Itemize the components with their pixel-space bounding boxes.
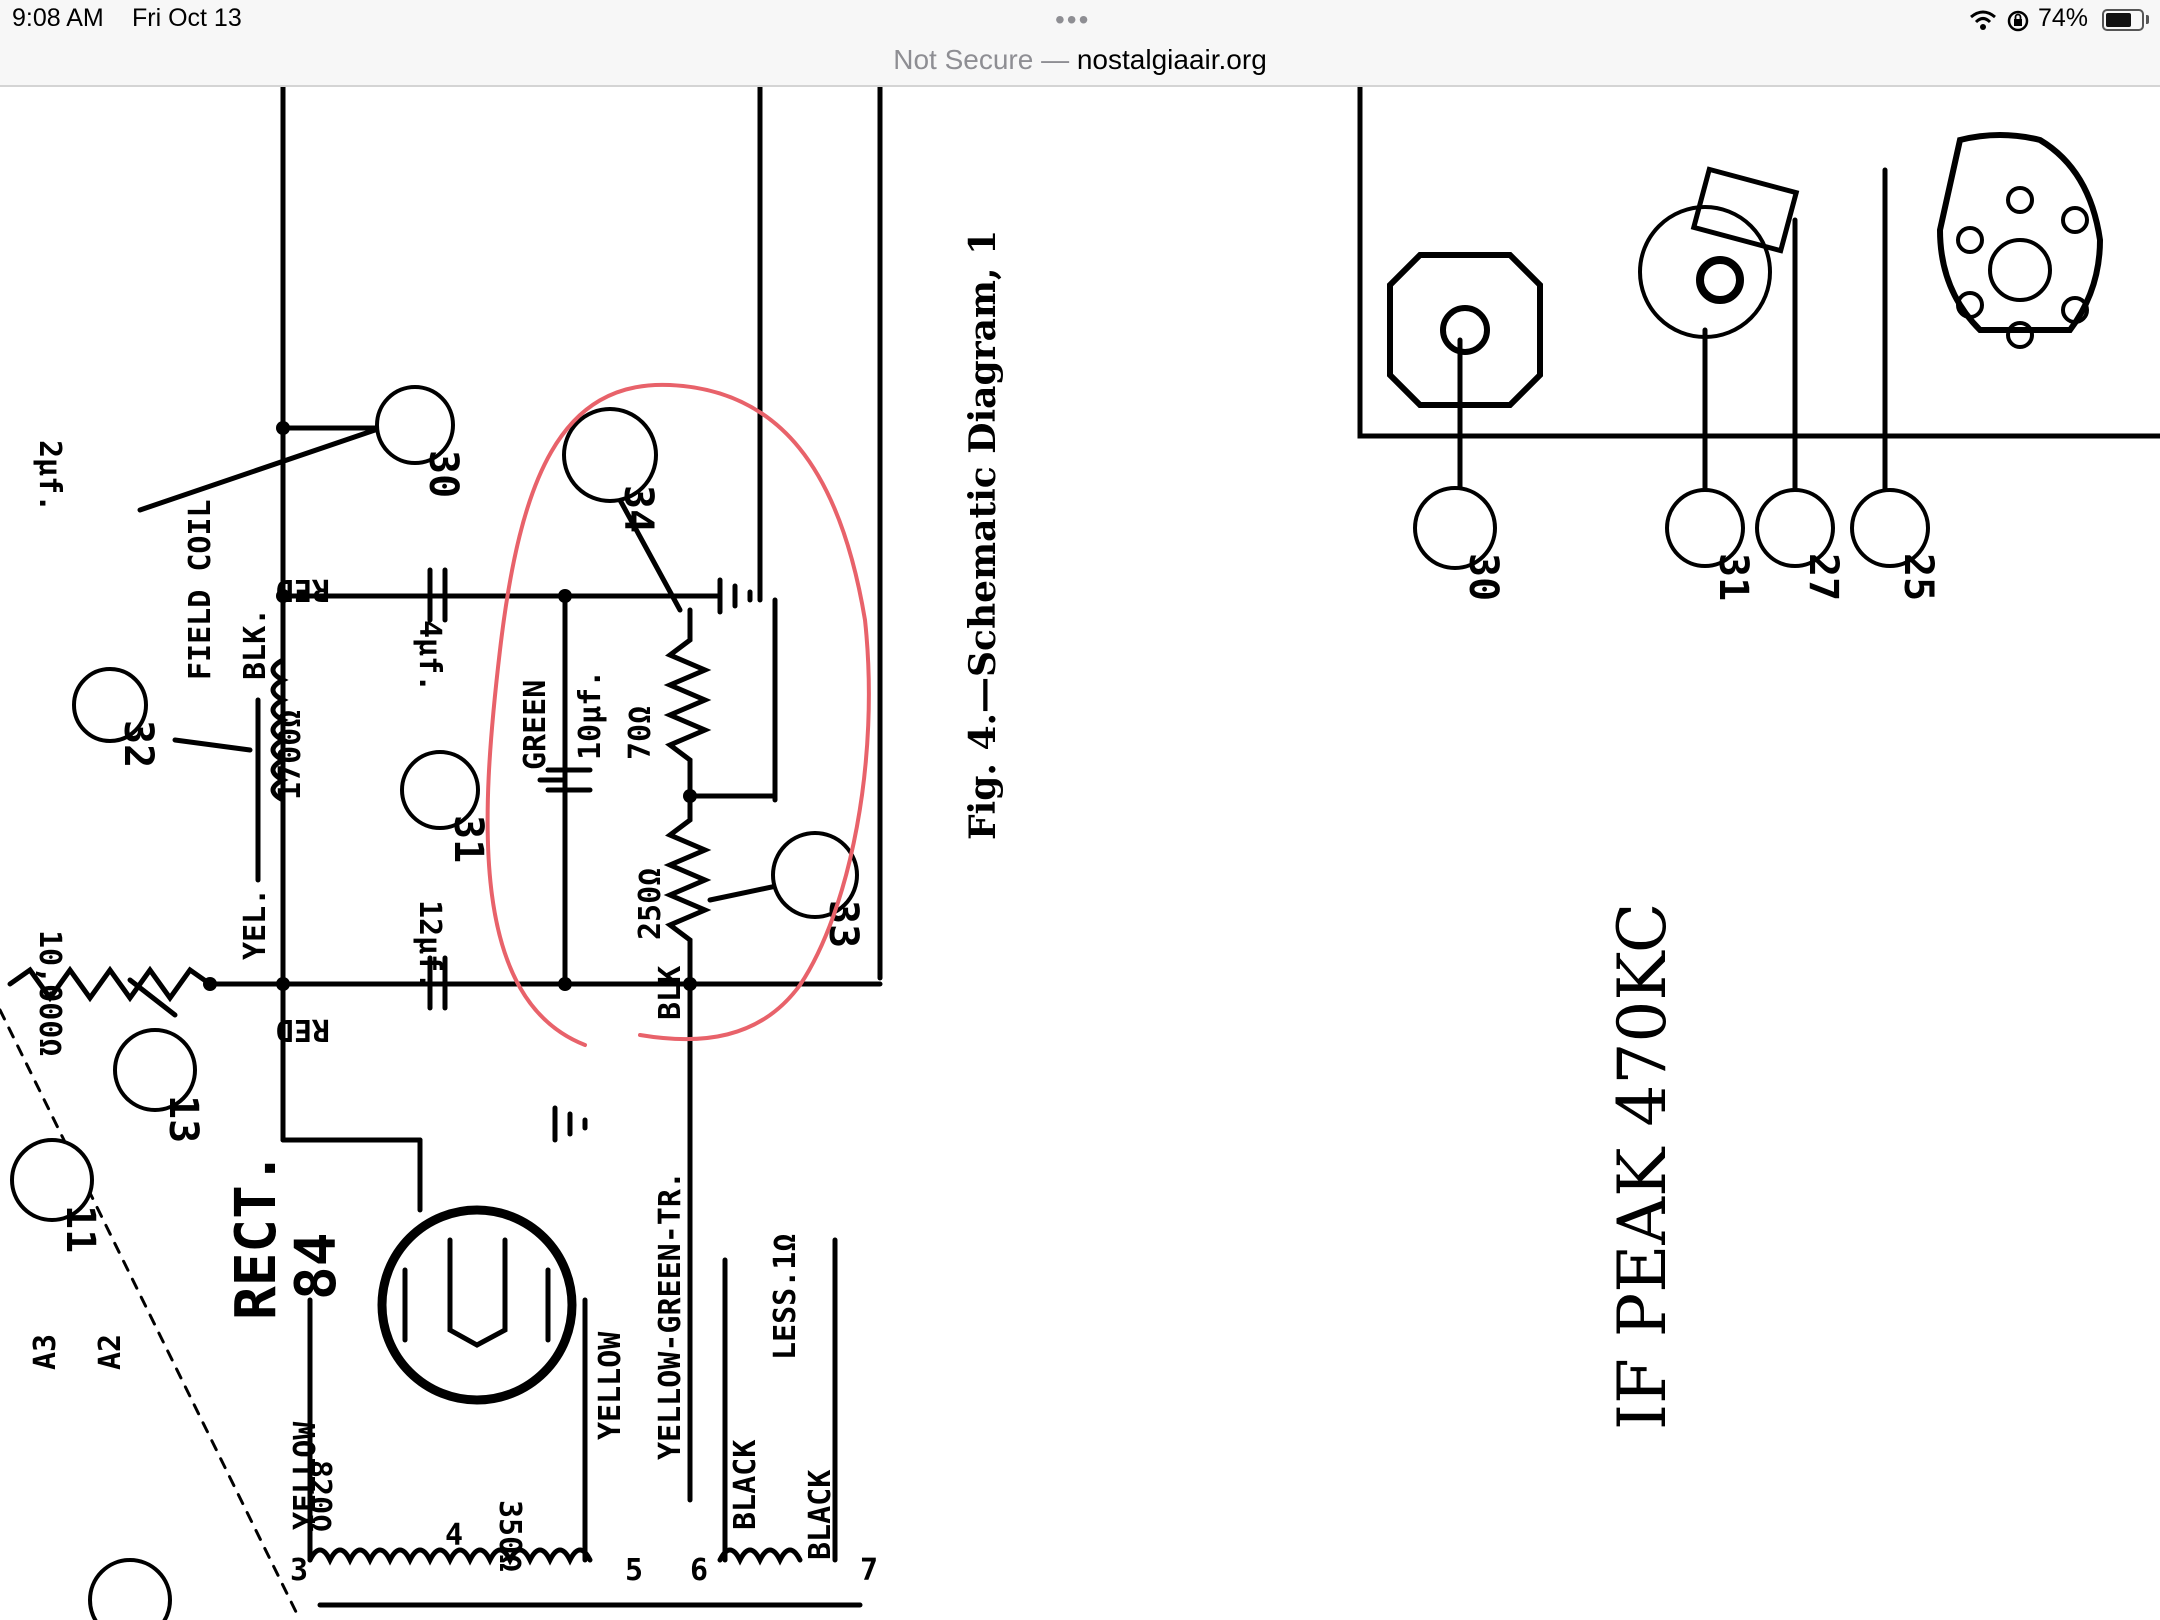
schematic-page: 30 32 31 34 33 13 11 10 30 31 27 25 FIEL… <box>0 87 2160 1620</box>
callout-27 <box>1755 488 1835 568</box>
more-dots-icon[interactable]: ••• <box>1055 4 1091 35</box>
schematic-diagram: 30 32 31 34 33 13 11 10 30 31 27 25 FIEL… <box>0 87 2160 1620</box>
label-blk-b: BLK <box>653 966 688 1020</box>
callout-34 <box>562 407 658 503</box>
callout-11 <box>10 1138 94 1222</box>
label-res-350: 350Ω <box>492 1500 527 1572</box>
label-less: LESS.1Ω <box>768 1234 803 1360</box>
label-black-b: BLACK <box>803 1470 838 1560</box>
label-pin-4: 4 <box>445 1518 463 1553</box>
callout-33 <box>771 831 859 919</box>
label-cap-10: 10μf. <box>573 670 608 760</box>
label-green: GREEN <box>518 680 553 770</box>
callout-10 <box>88 1558 172 1620</box>
label-a2: A2 <box>93 1334 128 1370</box>
status-date: Fri Oct 13 <box>132 4 242 32</box>
status-bar: 9:08 AM Fri Oct 13 ••• 74% <box>0 0 2160 40</box>
figure-caption: Fig. 4.—Schematic Diagram, 1 <box>962 230 1004 840</box>
callout-text-34: 34 <box>615 485 661 533</box>
label-cap-12: 12μf. <box>412 900 447 990</box>
status-time: 9:08 AM <box>12 4 104 32</box>
callout-text-32: 32 <box>115 720 161 768</box>
label-res-820: 820Ω <box>302 1460 337 1532</box>
label-black-a: BLACK <box>728 1440 763 1530</box>
orientation-lock-icon <box>2007 10 2029 32</box>
label-pin-5: 5 <box>625 1553 643 1588</box>
label-cap-4: 4μf. <box>412 620 447 692</box>
label-res-70: 70Ω <box>623 706 658 760</box>
callout-text-33: 33 <box>820 900 866 948</box>
label-yellow-b: YELLOW <box>593 1331 628 1440</box>
callout-text-27: 27 <box>1800 553 1846 601</box>
label-pin-3: 3 <box>290 1553 308 1588</box>
callout-25 <box>1850 488 1930 568</box>
label-res-10000: 10,000Ω <box>32 930 67 1056</box>
label-field-coil-res: 1700Ω <box>273 710 308 800</box>
label-yel: YEL. <box>238 888 273 960</box>
wifi-icon <box>1970 10 1996 30</box>
callout-30 <box>375 385 455 465</box>
label-red-a: RED <box>276 572 330 607</box>
label-blk: BLK. <box>238 608 273 680</box>
label-tube-84: 84 <box>284 1233 349 1300</box>
callout-text-31: 31 <box>445 815 491 863</box>
if-peak-label: IF PEAK 470KC <box>1604 903 1681 1430</box>
callout-30b <box>1413 486 1497 570</box>
battery-icon <box>2102 9 2144 31</box>
url-host: nostalgiaair.org <box>1076 44 1267 75</box>
address-bar[interactable]: Not Secure — nostalgiaair.org <box>0 40 2160 87</box>
label-yellow-a: YELLOW <box>288 1421 323 1530</box>
battery-nub <box>2146 15 2149 24</box>
callout-text-11: 11 <box>57 1205 103 1253</box>
label-pin-6: 6 <box>690 1553 708 1588</box>
highlight-annotation <box>485 382 871 1047</box>
label-red-b: RED <box>276 1012 330 1047</box>
label-rect: RECT. <box>224 1151 289 1320</box>
callout-31b <box>1665 488 1745 568</box>
label-a3: A3 <box>28 1334 63 1370</box>
callout-text-25: 25 <box>1895 553 1941 601</box>
callout-31 <box>400 750 480 830</box>
label-res-250: 250Ω <box>633 868 668 940</box>
label-field-coil: FIELD COIL <box>183 499 218 680</box>
label-cap-2: 2μf. <box>32 440 67 512</box>
battery-percent: 74% <box>2038 4 2089 32</box>
callout-13 <box>113 1028 197 1112</box>
callout-text-31b: 31 <box>1710 553 1756 601</box>
label-ygt: YELLOW-GREEN-TR. <box>653 1171 688 1460</box>
url-text[interactable]: Not Secure — nostalgiaair.org <box>0 40 2160 85</box>
callout-text-30b: 30 <box>1460 553 1506 601</box>
security-label: Not Secure — <box>893 44 1070 75</box>
callout-text-30: 30 <box>420 450 466 498</box>
callout-text-13: 13 <box>160 1095 206 1143</box>
label-pin-7: 7 <box>860 1553 878 1588</box>
callout-32 <box>72 667 148 743</box>
